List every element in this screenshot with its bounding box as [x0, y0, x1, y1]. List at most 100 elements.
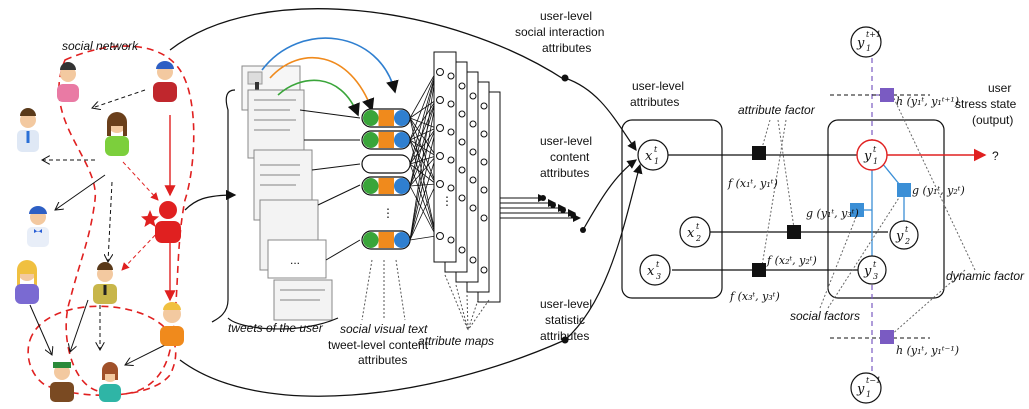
edge [123, 162, 158, 200]
ul-social-label-2: social interaction [515, 25, 604, 39]
feature-pill [362, 231, 410, 249]
node-x1: x t 1 [638, 140, 668, 170]
svg-text:y: y [895, 229, 904, 244]
ul-attr-label-1: user-level [632, 79, 684, 93]
map-node [459, 83, 465, 89]
svg-text:3: 3 [656, 272, 661, 281]
visual-segment [379, 232, 395, 248]
edge [108, 182, 112, 262]
person-icon [15, 260, 39, 304]
svg-text:t+1: t+1 [866, 30, 881, 39]
ul-attr-label-2: attributes [630, 95, 679, 109]
h-next-label: h (y₁ᵗ, y₁ᵗ⁺¹) [896, 95, 959, 108]
text-segment [394, 110, 410, 126]
flow-curve-social [170, 9, 565, 80]
svg-text:t−1: t−1 [866, 376, 881, 385]
f11-label: f (x₁ᵗ, y₁ᵗ) [727, 177, 778, 190]
map-node [481, 267, 487, 273]
text-segment [394, 132, 410, 148]
visual-segment [379, 110, 395, 126]
factor-square [787, 225, 801, 239]
social-segment [363, 232, 379, 248]
node-y2: y t 2 [890, 221, 918, 249]
edge [55, 175, 105, 210]
node-y3: y t 3 [858, 256, 886, 284]
person-icon [27, 206, 49, 247]
node-x3: x t 3 [640, 255, 670, 285]
ul-social-label-3: attributes [542, 41, 591, 55]
map-node [470, 177, 476, 183]
svg-text:1: 1 [866, 390, 871, 399]
map-node [470, 205, 476, 211]
edge [122, 230, 160, 270]
person-icon [93, 262, 117, 304]
pill-label-leaders [362, 260, 405, 320]
tweet-level-pills [362, 109, 410, 249]
svg-text:x: x [645, 149, 653, 164]
map-node [470, 121, 476, 127]
user-stress-label-2: stress state [955, 97, 1017, 111]
user-stress-label-3: (output) [972, 113, 1013, 127]
map-node [481, 159, 487, 165]
f33-label: f (x₃ᵗ, y₃ᵗ) [729, 290, 780, 303]
social-network: social network [15, 39, 194, 402]
map-output-arrows [500, 198, 580, 218]
dynamic-factor-square [880, 88, 894, 102]
text-segment [394, 178, 410, 194]
svg-text:y: y [856, 36, 865, 51]
visual-segment [379, 132, 395, 148]
svg-text:1: 1 [866, 44, 871, 53]
social-segment [363, 156, 379, 172]
person-icon [99, 362, 121, 402]
svg-text:1: 1 [873, 157, 878, 166]
map-node [481, 187, 487, 193]
map-node [448, 237, 454, 243]
social-segment [363, 178, 379, 194]
text-segment [394, 156, 410, 172]
map-node [448, 157, 454, 163]
factor-square [752, 146, 766, 160]
pill-to-map-lines [410, 72, 436, 240]
map-node [437, 69, 444, 76]
map-node [459, 111, 465, 117]
vdots: ⋮ [382, 206, 394, 220]
h-prev-label: h (y₁ᵗ, y₁ᵗ⁻¹) [896, 344, 959, 357]
ul-content-label-2: content [550, 150, 590, 164]
svg-text:1: 1 [654, 157, 659, 166]
person-icon [17, 108, 39, 152]
map-node [437, 233, 444, 240]
svg-text:x: x [687, 226, 695, 241]
node-y1: y t 1 [857, 140, 887, 170]
map-node [459, 139, 465, 145]
node-x2: x t 2 [680, 217, 710, 247]
feature-pill [362, 155, 410, 173]
map-node [459, 247, 465, 253]
map-node [448, 185, 454, 191]
ellipsis: ... [290, 253, 300, 267]
content-dots [540, 195, 586, 233]
svg-text:2: 2 [904, 237, 910, 246]
dynamic-factor-label: dynamic factor [946, 269, 1025, 283]
ul-social-label-1: user-level [540, 9, 592, 23]
map-node [470, 93, 476, 99]
g13-label: g (y₁ᵗ, y₃ᵗ) [806, 207, 859, 220]
map-node [481, 215, 487, 221]
social-segment [363, 132, 379, 148]
tweets-label: tweets of the user [228, 321, 324, 335]
map-node [437, 181, 444, 188]
feature-pill [362, 177, 410, 195]
map-node [470, 257, 476, 263]
svg-text:2: 2 [695, 234, 701, 243]
attribute-factor-label: attribute factor [738, 103, 816, 117]
person-icon [155, 201, 181, 243]
map-node [437, 125, 444, 132]
map-node [481, 103, 487, 109]
map-node [470, 149, 476, 155]
social-segment [363, 110, 379, 126]
brace [212, 90, 235, 322]
f22-label: f (x₂ᵗ, y₂ᵗ) [766, 254, 817, 267]
svg-text:y: y [863, 264, 872, 279]
person-icon [160, 302, 184, 346]
user-attr-box [622, 120, 722, 298]
